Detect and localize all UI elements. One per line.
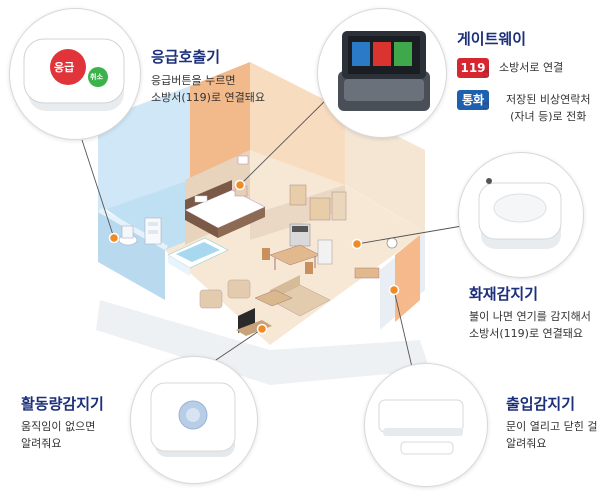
gateway-call-desc: 저장된 비상연락처 (자녀 등)로 전화 <box>506 91 590 125</box>
activity-sensor-desc-line2: 알려줘요 <box>21 437 62 450</box>
pointer-hand-icon: ☝ <box>482 66 490 81</box>
door-sensor-desc-line2: 알려줘요 <box>506 437 547 450</box>
door-sensor-desc: 문이 열리고 닫힌 걸 알려줘요 <box>506 418 597 452</box>
emergency-call-device-image <box>23 38 125 111</box>
door-sensor-image <box>378 399 464 455</box>
fridge <box>317 239 333 265</box>
stove <box>289 223 311 247</box>
activity-sensor-desc: 움직임이 없으면 알려줘요 <box>21 418 95 452</box>
activity-sensor-desc-line1: 움직임이 없으면 <box>21 420 96 433</box>
fire-detector-desc-line1: 불이 나면 연기를 감지해서 <box>469 310 591 323</box>
gateway-call-desc-line1: 저장된 비상연락처 <box>506 93 591 106</box>
pointer-hand-icon-2: ☝ <box>482 98 490 113</box>
fire-detector-circle <box>458 152 584 278</box>
bathtub <box>167 237 229 276</box>
toilet <box>118 225 138 246</box>
door-sensor-desc-line1: 문이 열리고 닫힌 걸 <box>506 420 598 433</box>
emergency-call-device-circle: 응급 취소 <box>9 8 141 140</box>
gateway-title: 게이트웨이 <box>457 30 527 48</box>
emergency-green-button-label: 취소 <box>90 73 103 81</box>
emergency-call-title: 응급호출기 <box>151 48 221 66</box>
house-shadow <box>96 300 430 385</box>
gateway-device-circle <box>317 8 447 138</box>
emergency-call-desc-line1: 응급버튼을 누르면 <box>151 74 236 87</box>
side-table <box>354 267 380 279</box>
gateway-call-desc-line2: (자녀 등)로 전화 <box>510 110 587 123</box>
kitchen-shelves <box>289 184 347 221</box>
gateway-119-label: 소방서로 연결 <box>499 61 564 74</box>
emergency-call-desc: 응급버튼을 누르면 소방서(119)로 연결돼요 <box>151 72 265 106</box>
marker-dots <box>108 179 400 335</box>
gateway-119-badge: 119 <box>457 58 489 78</box>
emergency-call-desc-line2: 소방서(119)로 연결돼요 <box>151 91 266 104</box>
door-sensor-circle <box>364 363 488 487</box>
wall-kitchen <box>345 110 425 232</box>
wall-right-back <box>250 62 345 185</box>
bed <box>184 180 266 238</box>
fire-detector-desc-line2: 소방서(119)로 연결돼요 <box>469 327 584 340</box>
coffee-table <box>254 289 293 307</box>
fire-detector-image <box>478 178 562 249</box>
activity-sensor-image <box>150 382 236 457</box>
connector-lines <box>81 89 463 381</box>
door-sensor-title: 출입감지기 <box>506 395 576 413</box>
wall-picture <box>237 155 249 165</box>
activity-sensor-title: 활동량감지기 <box>21 395 104 413</box>
gateway-device-image <box>338 31 430 111</box>
bathroom-cabinet <box>144 217 162 245</box>
activity-sensor-circle <box>130 356 258 484</box>
fire-detector-desc: 불이 나면 연기를 감지해서 소방서(119)로 연결돼요 <box>469 308 591 342</box>
armchairs <box>199 279 251 309</box>
emergency-red-button-label: 응급 <box>54 61 75 74</box>
gateway-call-badge: 통화 <box>457 90 489 110</box>
wall-clock <box>386 237 398 249</box>
wall-front-right-inner <box>395 235 420 322</box>
wall-bedroom <box>190 62 250 180</box>
fire-detector-title: 화재감지기 <box>469 285 539 303</box>
